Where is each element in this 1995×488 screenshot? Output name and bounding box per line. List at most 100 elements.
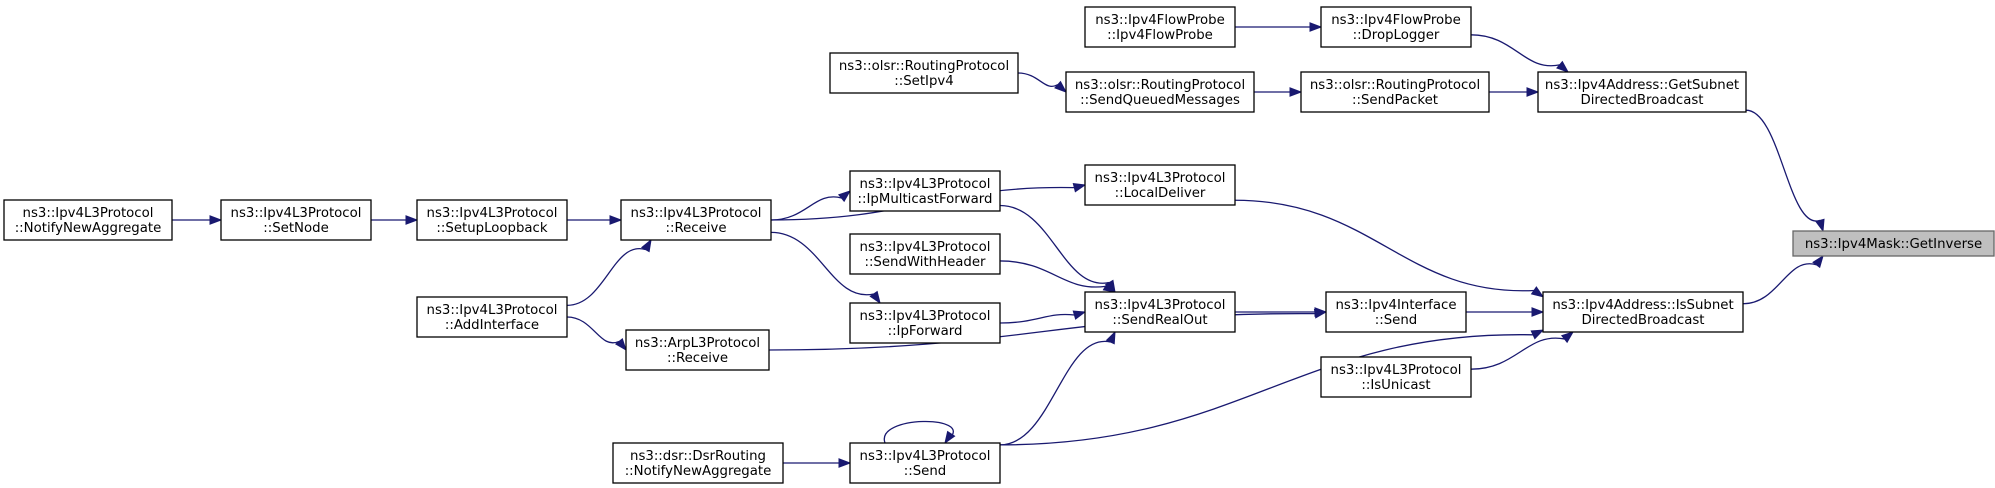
node-sendrealout[interactable]: ns3::Ipv4L3Protocol::SendRealOut <box>1084 291 1236 333</box>
node-label: ns3::Ipv4L3Protocol <box>860 309 991 324</box>
node-label: ns3::Ipv4FlowProbe <box>1331 13 1461 28</box>
edge-issubnet-to-getinverse <box>1742 263 1817 305</box>
edge-setnode-to-setuploopback-arrowhead <box>405 215 419 225</box>
node-label: ns3::Ipv4L3Protocol <box>1095 171 1226 186</box>
node-label: ns3::olsr::RoutingProtocol <box>1075 78 1245 93</box>
edge-l3send-to-l3send <box>883 420 954 444</box>
node-ipforward[interactable]: ns3::Ipv4L3Protocol::IpForward <box>849 302 1001 344</box>
node-notifynewagg[interactable]: ns3::Ipv4L3Protocol::NotifyNewAggregate <box>3 199 173 241</box>
node-label: DirectedBroadcast <box>1580 93 1703 108</box>
node-setuploopback[interactable]: ns3::Ipv4L3Protocol::SetupLoopback <box>416 199 568 241</box>
edge-droplogger-to-getsubnet <box>1470 34 1560 67</box>
node-getsubnet[interactable]: ns3::Ipv4Address::GetSubnetDirectedBroad… <box>1537 71 1747 113</box>
node-getinverse[interactable]: ns3::Ipv4Mask::GetInverse <box>1792 230 1995 257</box>
node-box <box>1537 71 1747 113</box>
edge-addinterface-to-arpreceive-arrowhead <box>614 337 627 352</box>
node-box <box>1084 164 1236 206</box>
edge-isunicast-to-issubnet <box>1470 337 1565 370</box>
node-box <box>1792 230 1995 257</box>
edge-sendqueued-to-sendpacket-arrowhead <box>1289 87 1303 97</box>
node-label: ::SendPacket <box>1352 93 1438 108</box>
node-l3send[interactable]: ns3::Ipv4L3Protocol::Send <box>849 442 1001 484</box>
edge-ipforward-to-sendrealout <box>999 313 1075 324</box>
node-dsrnotify[interactable]: ns3::dsr::DsrRouting::NotifyNewAggregate <box>612 442 784 484</box>
node-label: ns3::Ipv4L3Protocol <box>1095 298 1226 313</box>
node-label: ns3::olsr::RoutingProtocol <box>1310 78 1480 93</box>
edge-ipmcast-to-sendrealout <box>999 204 1110 284</box>
node-label: ::SendRealOut <box>1112 313 1207 328</box>
node-layer: ns3::Ipv4Mask::GetInversens3::Ipv4Addres… <box>3 6 1995 484</box>
edge-layer <box>172 22 1825 468</box>
node-label: ns3::Ipv4L3Protocol <box>427 206 558 221</box>
node-label: ::SetNode <box>263 221 329 236</box>
node-box <box>829 52 1019 94</box>
node-droplogger[interactable]: ns3::Ipv4FlowProbe::DropLogger <box>1320 6 1472 48</box>
node-label: ::NotifyNewAggregate <box>625 464 772 479</box>
edge-receive-to-localdeliver-arrowhead <box>1072 182 1087 193</box>
node-ifsend[interactable]: ns3::Ipv4Interface::Send <box>1325 291 1467 333</box>
node-label: ::Ipv4FlowProbe <box>1107 28 1213 43</box>
node-arpreceive[interactable]: ns3::ArpL3Protocol::Receive <box>625 329 770 371</box>
edge-receive-to-ipmcast-arrowhead <box>837 190 852 203</box>
node-label: ns3::Ipv4L3Protocol <box>427 303 558 318</box>
node-flowprobe[interactable]: ns3::Ipv4FlowProbe::Ipv4FlowProbe <box>1084 6 1236 48</box>
node-label: ::IpForward <box>888 324 963 339</box>
node-setipv4[interactable]: ns3::olsr::RoutingProtocol::SetIpv4 <box>829 52 1019 94</box>
edge-localdeliver-to-issubnet <box>1234 199 1535 292</box>
node-box <box>1325 291 1467 333</box>
node-label: ::LocalDeliver <box>1115 186 1206 201</box>
node-box <box>849 302 1001 344</box>
edge-localdeliver-to-issubnet-arrowhead <box>1530 286 1545 298</box>
edge-setipv4-to-sendqueued-arrowhead <box>1054 80 1068 93</box>
edge-getsubnet-to-getinverse <box>1745 109 1821 222</box>
node-label: ns3::ArpL3Protocol <box>635 336 760 351</box>
node-box <box>1065 71 1255 113</box>
edge-ipforward-to-sendrealout-arrowhead <box>1072 310 1087 320</box>
node-label: DirectedBroadcast <box>1581 313 1704 328</box>
edge-sendwithheader-to-sendrealout <box>999 260 1106 288</box>
edge-setipv4-to-sendqueued <box>1017 72 1059 87</box>
node-sendpacket[interactable]: ns3::olsr::RoutingProtocol::SendPacket <box>1300 71 1490 113</box>
node-isunicast[interactable]: ns3::Ipv4L3Protocol::IsUnicast <box>1320 356 1472 398</box>
node-receive[interactable]: ns3::Ipv4L3Protocol::Receive <box>620 199 772 241</box>
node-box <box>849 442 1001 484</box>
node-addinterface[interactable]: ns3::Ipv4L3Protocol::AddInterface <box>416 296 568 338</box>
node-label: ns3::Ipv4L3Protocol <box>860 240 991 255</box>
edge-l3send-to-sendrealout <box>999 340 1111 446</box>
edge-dsrnotify-to-l3send-arrowhead <box>838 458 852 468</box>
node-label: ns3::Ipv4Address::IsSubnet <box>1552 298 1733 313</box>
edge-isunicast-to-issubnet-arrowhead <box>1560 331 1575 344</box>
node-box <box>3 199 173 241</box>
edge-droplogger-to-getsubnet-arrowhead <box>1556 60 1570 73</box>
edge-setuploopback-to-receive-arrowhead <box>609 215 623 225</box>
edge-receive-to-ipmcast <box>770 196 842 221</box>
node-box <box>1300 71 1490 113</box>
node-issubnet[interactable]: ns3::Ipv4Address::IsSubnetDirectedBroadc… <box>1542 291 1744 333</box>
node-box <box>1542 291 1744 333</box>
node-label: ::SendQueuedMessages <box>1080 93 1240 108</box>
edge-l3send-to-issubnet <box>999 334 1534 446</box>
edge-addinterface-to-receive-arrowhead <box>640 238 652 253</box>
edge-issubnet-to-getinverse-arrowhead <box>1812 254 1824 269</box>
node-box <box>1084 291 1236 333</box>
node-localdeliver[interactable]: ns3::Ipv4L3Protocol::LocalDeliver <box>1084 164 1236 206</box>
edge-arpreceive-to-ifsend-arrowhead <box>1313 308 1328 319</box>
edge-l3send-to-l3send-arrowhead <box>944 430 956 445</box>
node-label: ns3::Ipv4L3Protocol <box>860 449 991 464</box>
node-ipmcast[interactable]: ns3::Ipv4L3Protocol::IpMulticastForward <box>849 170 1001 212</box>
edge-getsubnet-to-getinverse-arrowhead <box>1815 218 1825 233</box>
node-label: ns3::Ipv4Address::GetSubnet <box>1545 78 1739 93</box>
node-box <box>625 329 770 371</box>
edge-flowprobe-to-droplogger-arrowhead <box>1309 22 1323 32</box>
edge-l3send-to-sendrealout-arrowhead <box>1105 330 1116 345</box>
node-label: ::IsUnicast <box>1361 378 1430 393</box>
node-label: ::Send <box>1375 313 1417 328</box>
node-box <box>220 199 372 241</box>
node-label: ns3::Ipv4L3Protocol <box>631 206 762 221</box>
edge-addinterface-to-arpreceive <box>566 316 620 344</box>
node-sendqueued[interactable]: ns3::olsr::RoutingProtocol::SendQueuedMe… <box>1065 71 1255 113</box>
node-box <box>620 199 772 241</box>
node-setnode[interactable]: ns3::Ipv4L3Protocol::SetNode <box>220 199 372 241</box>
node-box <box>849 170 1001 212</box>
node-sendwithheader[interactable]: ns3::Ipv4L3Protocol::SendWithHeader <box>849 233 1001 275</box>
